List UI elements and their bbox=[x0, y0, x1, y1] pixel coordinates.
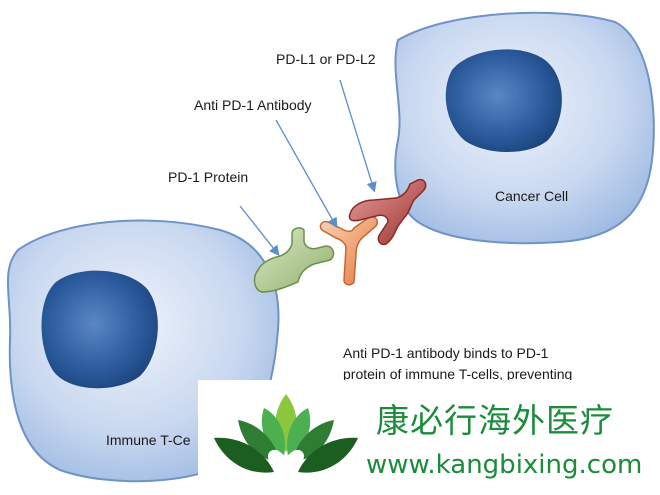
label-pdl: PD-L1 or PD-L2 bbox=[276, 51, 376, 67]
caption-line-1: Anti PD-1 antibody binds to PD-1 bbox=[343, 345, 549, 361]
brand-url: www.kangbixing.com bbox=[366, 450, 643, 480]
cancer-cell-nucleus bbox=[445, 49, 562, 152]
caption: Anti PD-1 antibody binds to PD-1 protein… bbox=[343, 343, 643, 385]
arrow-antibody bbox=[275, 119, 338, 229]
lotus-logo-icon bbox=[214, 394, 358, 478]
label-antibody: Anti PD-1 Antibody bbox=[194, 97, 312, 113]
t-cell-nucleus bbox=[41, 270, 158, 389]
watermark: 康必行海外医疗 www.kangbixing.com bbox=[198, 380, 660, 490]
label-pd1-protein: PD-1 Protein bbox=[168, 169, 249, 185]
antibody-shape bbox=[319, 215, 379, 286]
brand-title: 康必行海外医疗 bbox=[376, 401, 614, 440]
caption-line-2: protein of immune T-cells, preventing bbox=[343, 366, 573, 382]
label-cancer-cell: Cancer Cell bbox=[495, 188, 569, 204]
arrow-pdl bbox=[339, 79, 377, 193]
arrow-pd1 bbox=[239, 205, 280, 257]
ligand-shape bbox=[348, 178, 427, 246]
pd1-protein-shape bbox=[253, 227, 335, 293]
label-immune-t-cell: Immune T-Ce bbox=[106, 432, 191, 448]
